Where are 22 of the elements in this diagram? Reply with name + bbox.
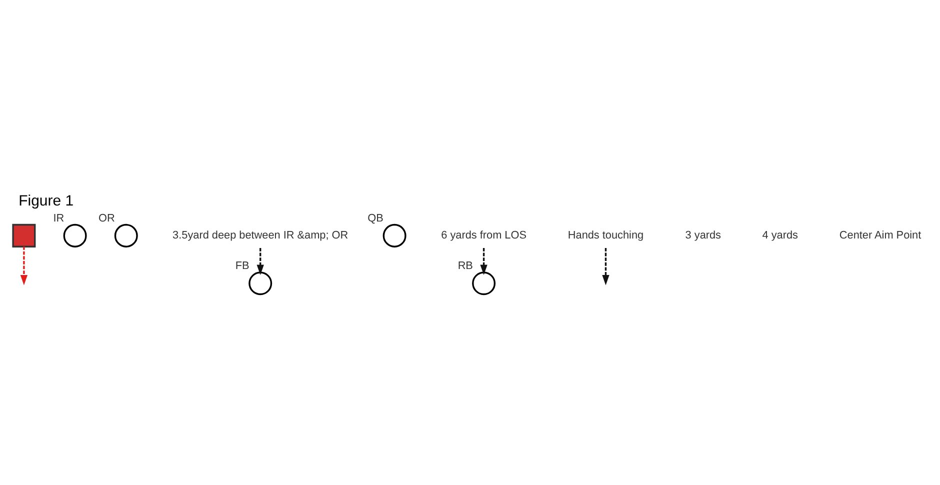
node-circle xyxy=(248,272,272,296)
node-label: QB xyxy=(368,212,384,224)
arrow xyxy=(602,248,610,286)
label: 4 yards xyxy=(762,229,798,242)
node-circle xyxy=(63,224,87,248)
node-label: OR xyxy=(98,212,115,224)
node-circle xyxy=(114,224,138,248)
node-text: 6 yards from LOS xyxy=(441,229,526,242)
node-label: IR xyxy=(53,212,64,224)
arrow xyxy=(256,248,264,275)
diagram-title: Figure 1 xyxy=(18,192,74,210)
node-text: Hands touching xyxy=(568,229,644,242)
arrow xyxy=(20,246,28,286)
node-label: FB xyxy=(235,260,250,272)
label: Center Aim Point xyxy=(839,229,922,242)
node-circle xyxy=(472,272,496,296)
node-circle xyxy=(382,224,406,248)
node-text: 3.5yard deep between IR &amp; OR xyxy=(172,229,348,242)
label: 3 yards xyxy=(685,229,722,242)
node-label: RB xyxy=(458,260,473,272)
arrow xyxy=(480,248,488,275)
node-box xyxy=(12,224,36,248)
